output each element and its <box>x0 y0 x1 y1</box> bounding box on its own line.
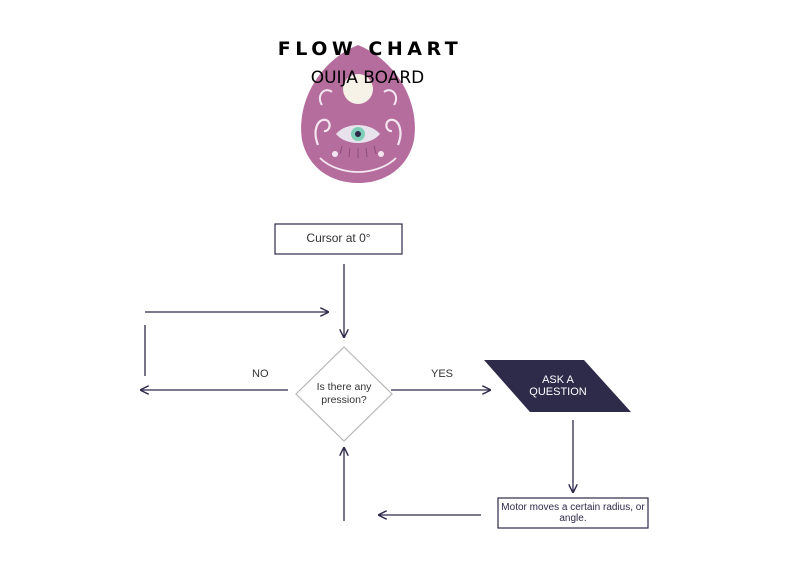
chart-subtitle: OUIJA BOARD <box>310 68 425 88</box>
ouija-planchette-eye-icon <box>301 45 415 183</box>
edge-label-yes: YES <box>431 368 454 380</box>
start-node-box <box>274 223 403 255</box>
chart-title: FLOW CHART <box>277 38 463 60</box>
action-node-shape <box>484 360 631 412</box>
decision-diamond <box>295 346 393 442</box>
start-node-label: Cursor at 0° <box>306 231 371 245</box>
process-node-label: Motor moves a certain radius, or angle. <box>501 502 645 524</box>
decision-node-label: Is there any pression? <box>316 381 372 406</box>
edge-label-no: NO <box>252 368 269 380</box>
action-node-label: ASK A QUESTION <box>529 374 587 398</box>
process-node-box <box>497 497 649 529</box>
